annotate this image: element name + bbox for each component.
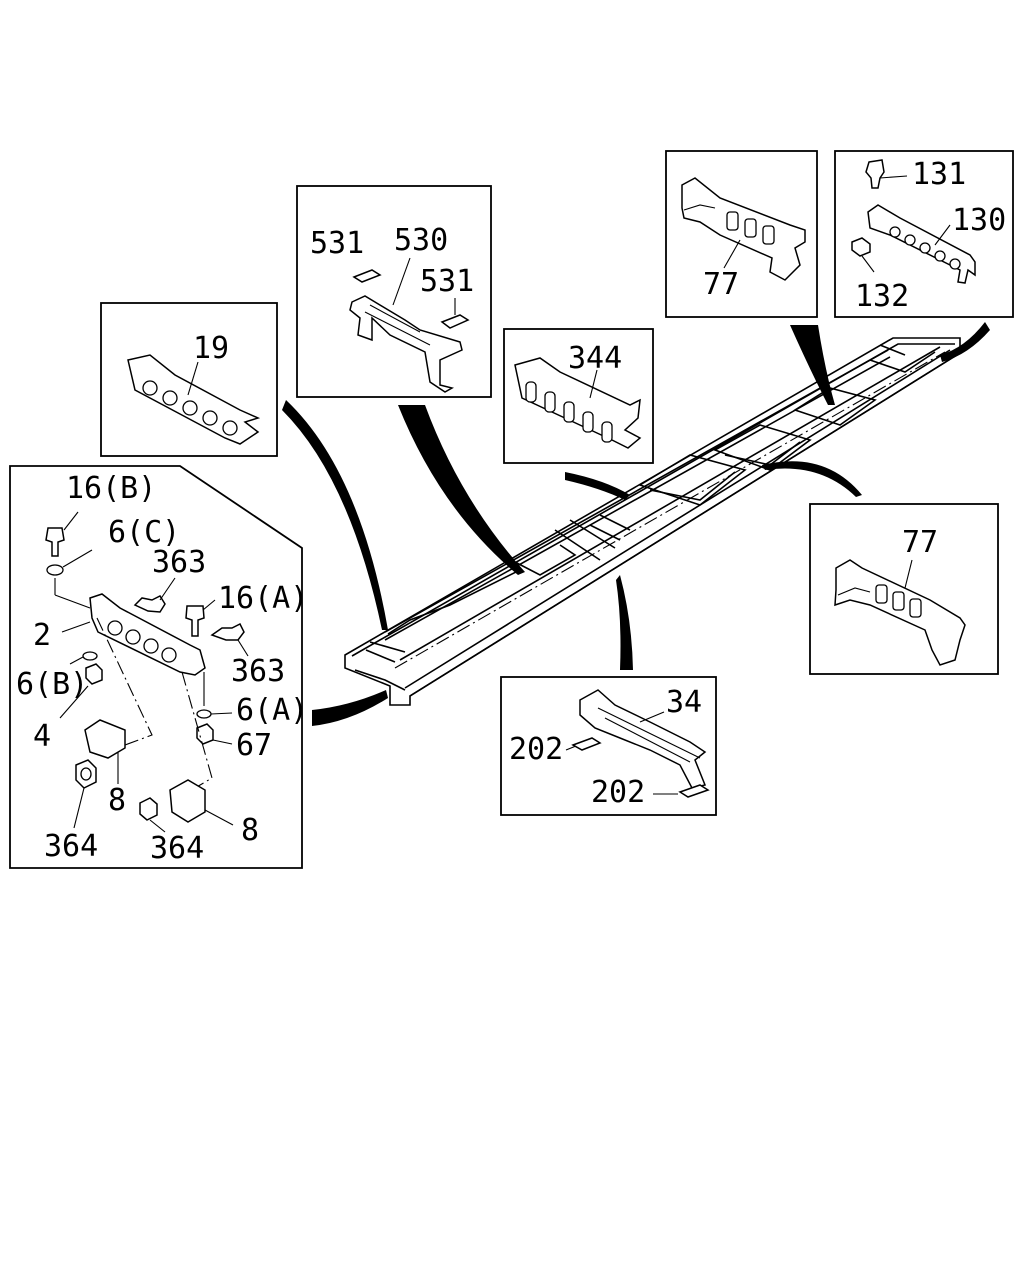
- detail-box-34: 34 202 202: [500, 676, 717, 816]
- label-6c: 6(C): [108, 515, 180, 550]
- detail-box-19: 19: [100, 302, 278, 457]
- detail-box-344: 344: [503, 328, 654, 464]
- label-132: 132: [855, 279, 909, 314]
- chassis-frame: [344, 337, 961, 706]
- label-67: 67: [236, 728, 272, 763]
- label-363-right: 363: [231, 654, 285, 689]
- detail-box-77-right: 77: [809, 503, 999, 675]
- detail-panel-mount: 16(B) 6(C) 363 16(A) 2 363 6(B) 4 6(A) 6…: [9, 465, 308, 869]
- label-531-left: 531: [310, 226, 364, 261]
- label-202-lower: 202: [591, 775, 645, 810]
- label-16a: 16(A): [218, 581, 308, 616]
- callout-arrows: [282, 322, 990, 726]
- label-202-upper: 202: [509, 732, 563, 767]
- label-19: 19: [193, 331, 229, 366]
- label-131: 131: [912, 157, 966, 192]
- label-344: 344: [568, 341, 622, 376]
- label-8-left: 8: [108, 783, 126, 818]
- detail-box-77-top: 77: [665, 150, 818, 318]
- label-364-right: 364: [150, 831, 204, 866]
- label-531-right: 531: [420, 264, 474, 299]
- detail-box-530: 531 530 531: [296, 185, 492, 398]
- label-364-left: 364: [44, 829, 98, 864]
- label-16b: 16(B): [66, 471, 156, 506]
- label-77-top: 77: [703, 267, 739, 302]
- label-363-top: 363: [152, 545, 206, 580]
- label-6b: 6(B): [16, 667, 88, 702]
- label-6a: 6(A): [236, 693, 308, 728]
- label-530: 530: [394, 223, 448, 258]
- label-34: 34: [666, 685, 702, 720]
- label-2: 2: [33, 618, 51, 653]
- label-8-right: 8: [241, 813, 259, 848]
- label-4: 4: [33, 719, 51, 754]
- label-130: 130: [952, 203, 1006, 238]
- label-77-right: 77: [902, 525, 938, 560]
- detail-box-130: 131 130 132: [834, 150, 1014, 318]
